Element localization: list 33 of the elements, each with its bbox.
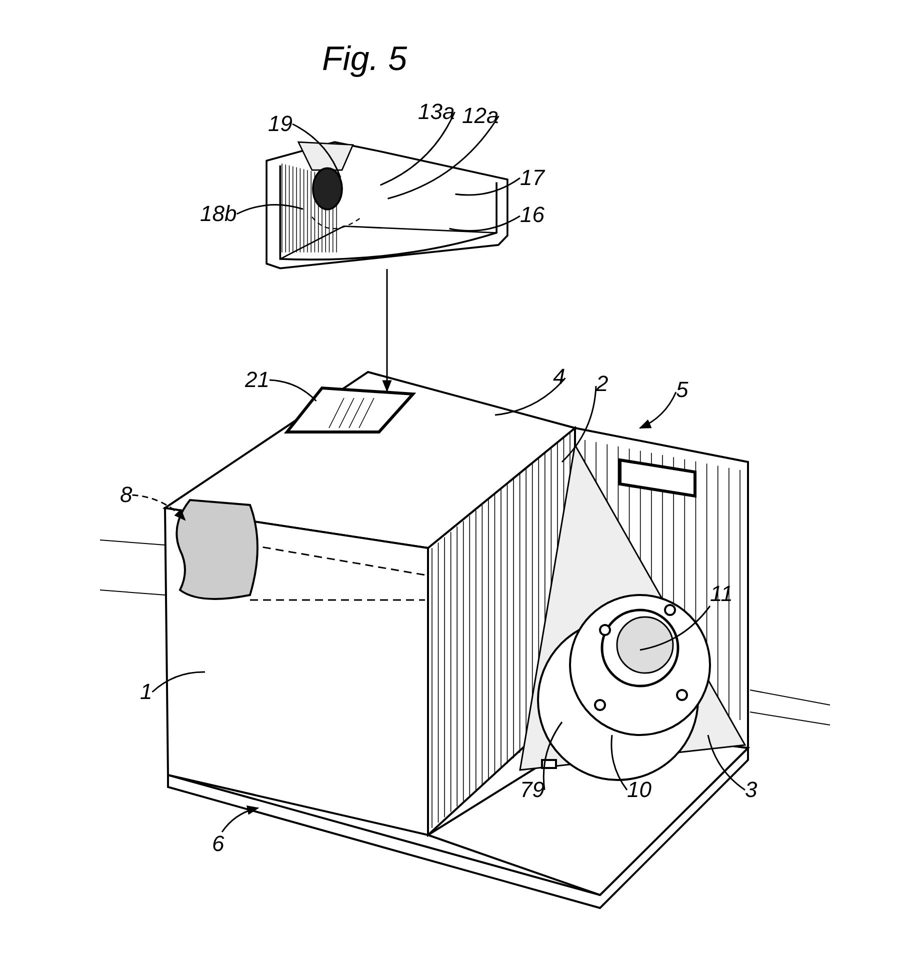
leader-line — [236, 204, 304, 215]
callout-number: 10 — [627, 778, 652, 802]
callout-number: 19 — [268, 112, 292, 136]
callout-number: 12a — [462, 104, 499, 128]
callout-number: 8 — [120, 483, 132, 507]
leader-line — [221, 806, 260, 832]
leader-line — [638, 392, 677, 429]
leader-line — [561, 386, 597, 463]
leader-line — [707, 734, 746, 791]
callout-number: 18b — [200, 202, 237, 226]
callout-number: 1 — [140, 680, 152, 704]
leader-line — [388, 116, 500, 200]
leader-line — [494, 378, 566, 416]
callout-number: 16 — [520, 203, 544, 227]
leader-line — [380, 112, 456, 186]
callout-number: 21 — [245, 368, 270, 392]
figure-title: Fig. 5 — [322, 40, 408, 79]
callout-number: 2 — [596, 372, 608, 396]
callout-number: 6 — [212, 832, 224, 856]
leader-line — [610, 734, 628, 790]
callout-number: 13a — [418, 100, 455, 124]
callout-number: 79 — [520, 778, 544, 802]
leader-line — [640, 606, 711, 651]
callout-number: 3 — [745, 778, 758, 802]
leader-line — [132, 494, 186, 521]
leader-line — [542, 722, 563, 790]
leader-line — [152, 671, 205, 693]
leader-line — [292, 123, 342, 178]
leader-line — [269, 379, 317, 402]
leader-line — [449, 215, 520, 232]
callout-number: 5 — [676, 378, 688, 402]
callout-number: 17 — [520, 166, 544, 190]
arrow — [382, 269, 392, 392]
